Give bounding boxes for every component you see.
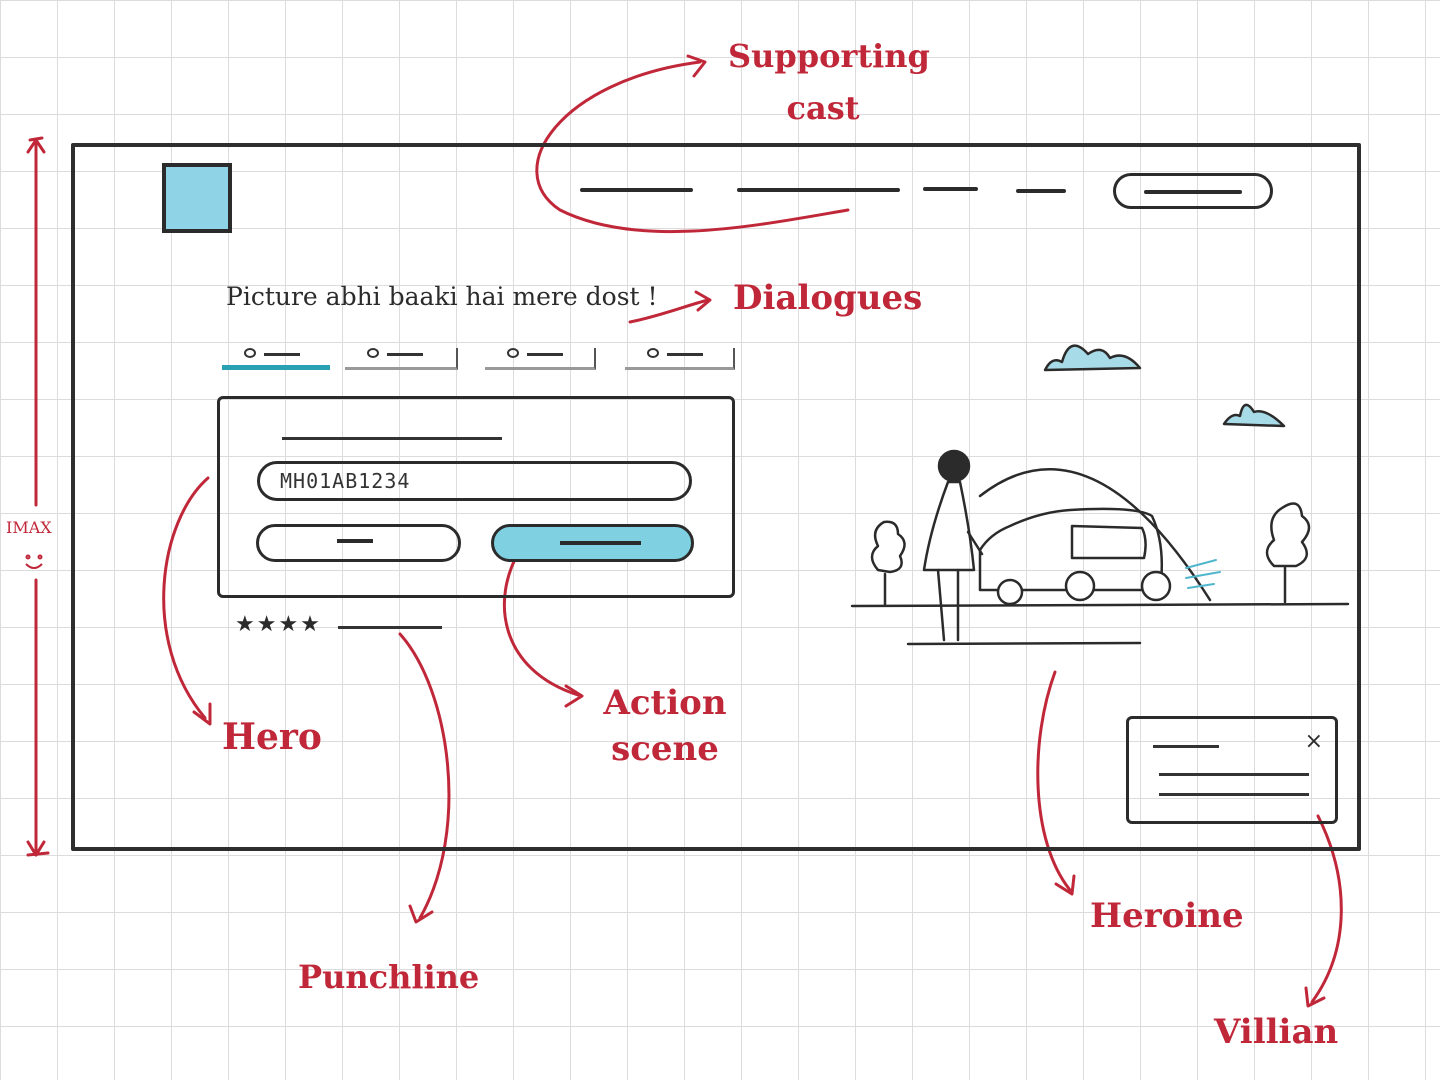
tab-radio-icon xyxy=(647,348,659,358)
rating-stars: ★★★★ xyxy=(235,612,322,637)
form-title-line xyxy=(282,437,502,440)
toast-body-line xyxy=(1159,773,1309,776)
annotation-supporting-cast: Supporting cast xyxy=(728,37,930,127)
tab-4[interactable] xyxy=(625,348,735,370)
toast-popup: × xyxy=(1126,716,1338,824)
form-card xyxy=(217,396,735,598)
toast-title-line xyxy=(1153,745,1219,748)
annotation-action-scene: Action scene xyxy=(603,683,727,769)
nav-cta-button[interactable] xyxy=(1113,173,1273,209)
annotation-villian: Villian xyxy=(1214,1012,1339,1052)
primary-button[interactable] xyxy=(491,524,694,562)
annotation-imax: IMAX xyxy=(6,518,52,537)
primary-button-label-line xyxy=(560,541,641,545)
tab-radio-icon xyxy=(244,348,256,358)
secondary-button[interactable] xyxy=(256,524,461,562)
nav-link-3[interactable] xyxy=(923,187,978,191)
annotation-punchline: Punchline xyxy=(298,958,480,996)
car-icon xyxy=(978,507,1164,592)
page-headline: Picture abhi baaki hai mere dost ! xyxy=(226,282,658,311)
person-head-icon xyxy=(937,449,971,483)
tree-icon xyxy=(870,520,906,606)
close-icon[interactable]: × xyxy=(1304,729,1323,754)
tab-label-line xyxy=(667,353,703,356)
annotation-hero: Hero xyxy=(222,716,322,758)
tab-label-line xyxy=(264,353,300,356)
browser-frame xyxy=(71,143,1361,851)
nav-link-4[interactable] xyxy=(1016,189,1066,193)
tab-1[interactable] xyxy=(222,348,330,370)
toast-body-line xyxy=(1159,793,1309,796)
secondary-button-label-line xyxy=(337,539,373,543)
tab-label-line xyxy=(527,353,563,356)
rating-text-line xyxy=(338,626,442,629)
cloud-icon xyxy=(1222,403,1286,428)
nav-cta-label-line xyxy=(1144,190,1242,194)
tab-radio-icon xyxy=(367,348,379,358)
annotation-dialogues: Dialogues xyxy=(733,278,923,318)
nav-link-1[interactable] xyxy=(580,188,693,192)
tab-3[interactable] xyxy=(485,348,596,370)
tab-radio-icon xyxy=(507,348,519,358)
tab-2[interactable] xyxy=(345,348,458,370)
annotation-heroine: Heroine xyxy=(1090,896,1244,936)
hero-illustration xyxy=(850,344,1350,646)
tab-label-line xyxy=(387,353,423,356)
logo-placeholder[interactable] xyxy=(162,163,232,233)
nav-link-2[interactable] xyxy=(737,188,900,192)
tree-icon xyxy=(1265,502,1311,604)
cloud-icon xyxy=(1043,344,1142,372)
vehicle-number-input[interactable]: MH01AB1234 xyxy=(257,461,692,501)
